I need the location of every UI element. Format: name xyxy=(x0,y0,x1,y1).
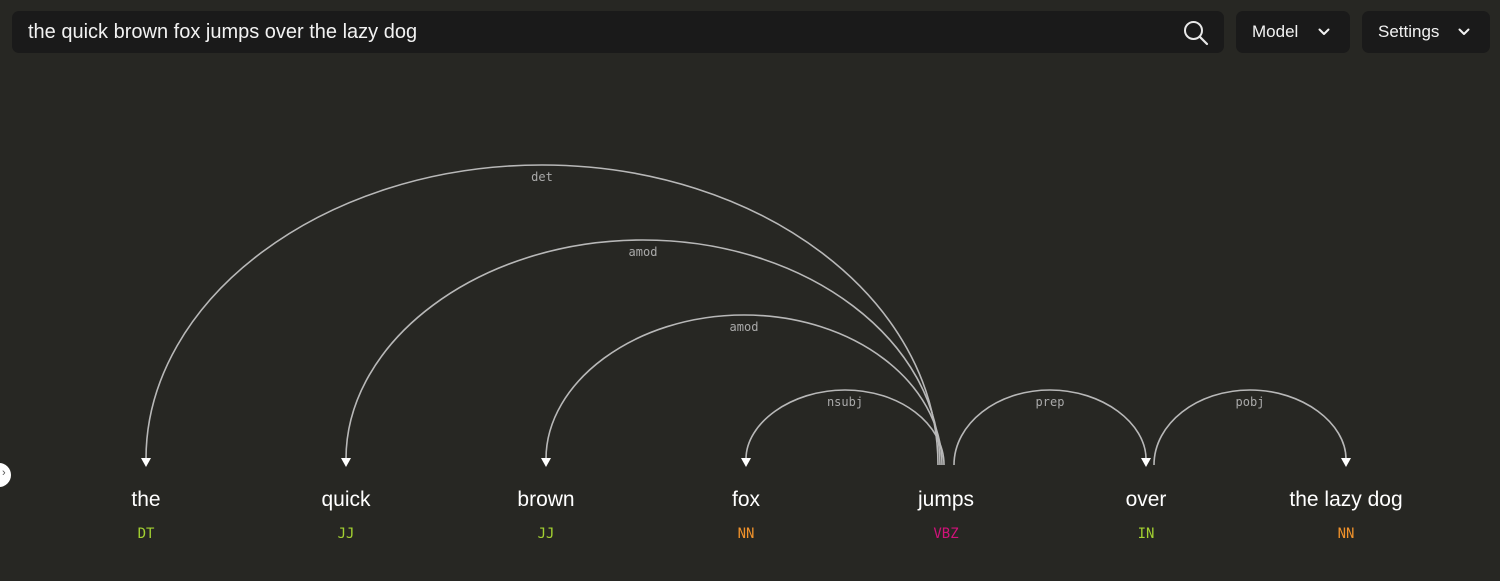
dependency-label: amod xyxy=(730,320,759,334)
token-word: jumps xyxy=(917,488,974,511)
dependency-arc xyxy=(345,239,941,466)
dependency-arc xyxy=(953,389,1147,466)
pos-tag: NN xyxy=(738,526,755,542)
pos-tag: NN xyxy=(1338,526,1355,542)
token-word: fox xyxy=(732,488,761,511)
search-bar xyxy=(12,11,1224,53)
search-icon[interactable] xyxy=(1182,19,1210,47)
arrowhead-icon xyxy=(341,458,351,467)
dependency-label: nsubj xyxy=(827,395,863,409)
settings-dropdown[interactable]: Settings xyxy=(1362,11,1490,53)
side-panel-toggle[interactable]: › xyxy=(0,463,11,487)
dependency-arc xyxy=(145,164,939,466)
pos-tag: DT xyxy=(138,526,155,542)
dependency-arc xyxy=(745,389,945,466)
token-word: quick xyxy=(321,488,371,511)
chevron-right-icon: › xyxy=(2,467,6,479)
dependency-label: det xyxy=(531,170,553,184)
dependency-arc xyxy=(1153,389,1347,466)
dependency-label: amod xyxy=(629,245,658,259)
pos-tag: VBZ xyxy=(933,526,958,542)
search-input[interactable] xyxy=(28,11,1168,53)
arrowhead-icon xyxy=(741,458,751,467)
token-word: brown xyxy=(517,488,574,511)
token-word: over xyxy=(1126,488,1167,511)
token-word: the lazy dog xyxy=(1289,488,1402,511)
arrowhead-icon xyxy=(141,458,151,467)
dependency-label: prep xyxy=(1036,395,1065,409)
pos-tag: JJ xyxy=(338,526,355,542)
top-toolbar: Model Settings xyxy=(0,0,1500,64)
chevron-down-icon xyxy=(1318,28,1330,35)
pos-tag: IN xyxy=(1138,526,1155,542)
dependency-arc xyxy=(545,314,943,466)
model-dropdown-label: Model xyxy=(1252,22,1299,41)
pos-tag: JJ xyxy=(538,526,555,542)
settings-dropdown-label: Settings xyxy=(1378,22,1440,41)
arrowhead-icon xyxy=(1141,458,1151,467)
token-word: the xyxy=(131,488,160,511)
chevron-down-icon xyxy=(1458,28,1470,35)
model-dropdown[interactable]: Model xyxy=(1236,11,1350,53)
arrowhead-icon xyxy=(1341,458,1351,467)
dependency-label: pobj xyxy=(1236,395,1265,409)
arrowhead-icon xyxy=(541,458,551,467)
